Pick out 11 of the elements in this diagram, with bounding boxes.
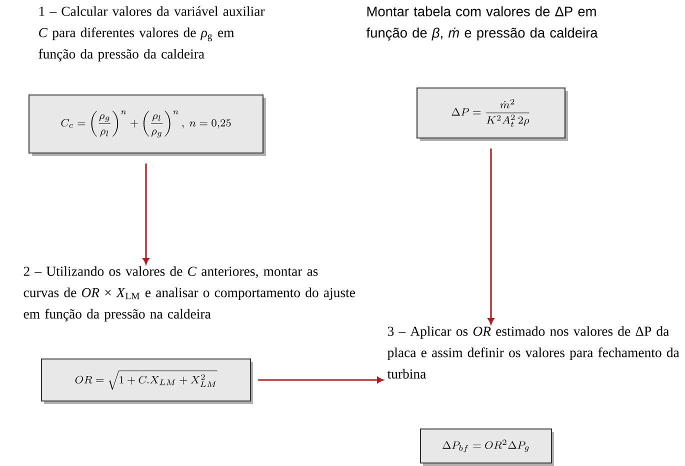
step-text: 2 – Utilizando os valores de C anteriores, montar as curvas de OR × X$_{LM}$ e analisar o comportamento do ajuste em função da pressão na caldeira <box>24 266 355 322</box>
arrow <box>258 376 384 384</box>
step-text: Montar tabela com valores de ΔP em função de β, ṁ e pressão da caldeira <box>366 6 598 40</box>
formula-box: $C_c=\left(\frac{\rho_g}{\rho_l}\right)^n+\left(\frac{\rho_l}{\rho_g}\right)^n,\ n=0{,}25$ <box>28 94 266 156</box>
arrow <box>142 164 150 264</box>
step-text: 3 – Aplicar os OR estimado nos valores de ΔP da placa e assim definir os valores para fechamento da turbina <box>387 326 680 379</box>
arrow <box>488 148 494 324</box>
step-text: 1 – Calcular valores da variável auxiliar C para diferentes valores de ρ$_{g}$ em função da pressão da caldeira <box>38 6 265 62</box>
formula-box: $\Delta P=\frac{\dot{m}^2}{K^2A_t^2\,2\rho}$ <box>416 87 568 141</box>
formula-box: $OR=\sqrt{1+C.X_{LM}+X_{LM}^2}$ <box>40 358 253 404</box>
formula-box: $\Delta P_{bf}=OR^2\Delta P_g$ <box>420 428 554 466</box>
